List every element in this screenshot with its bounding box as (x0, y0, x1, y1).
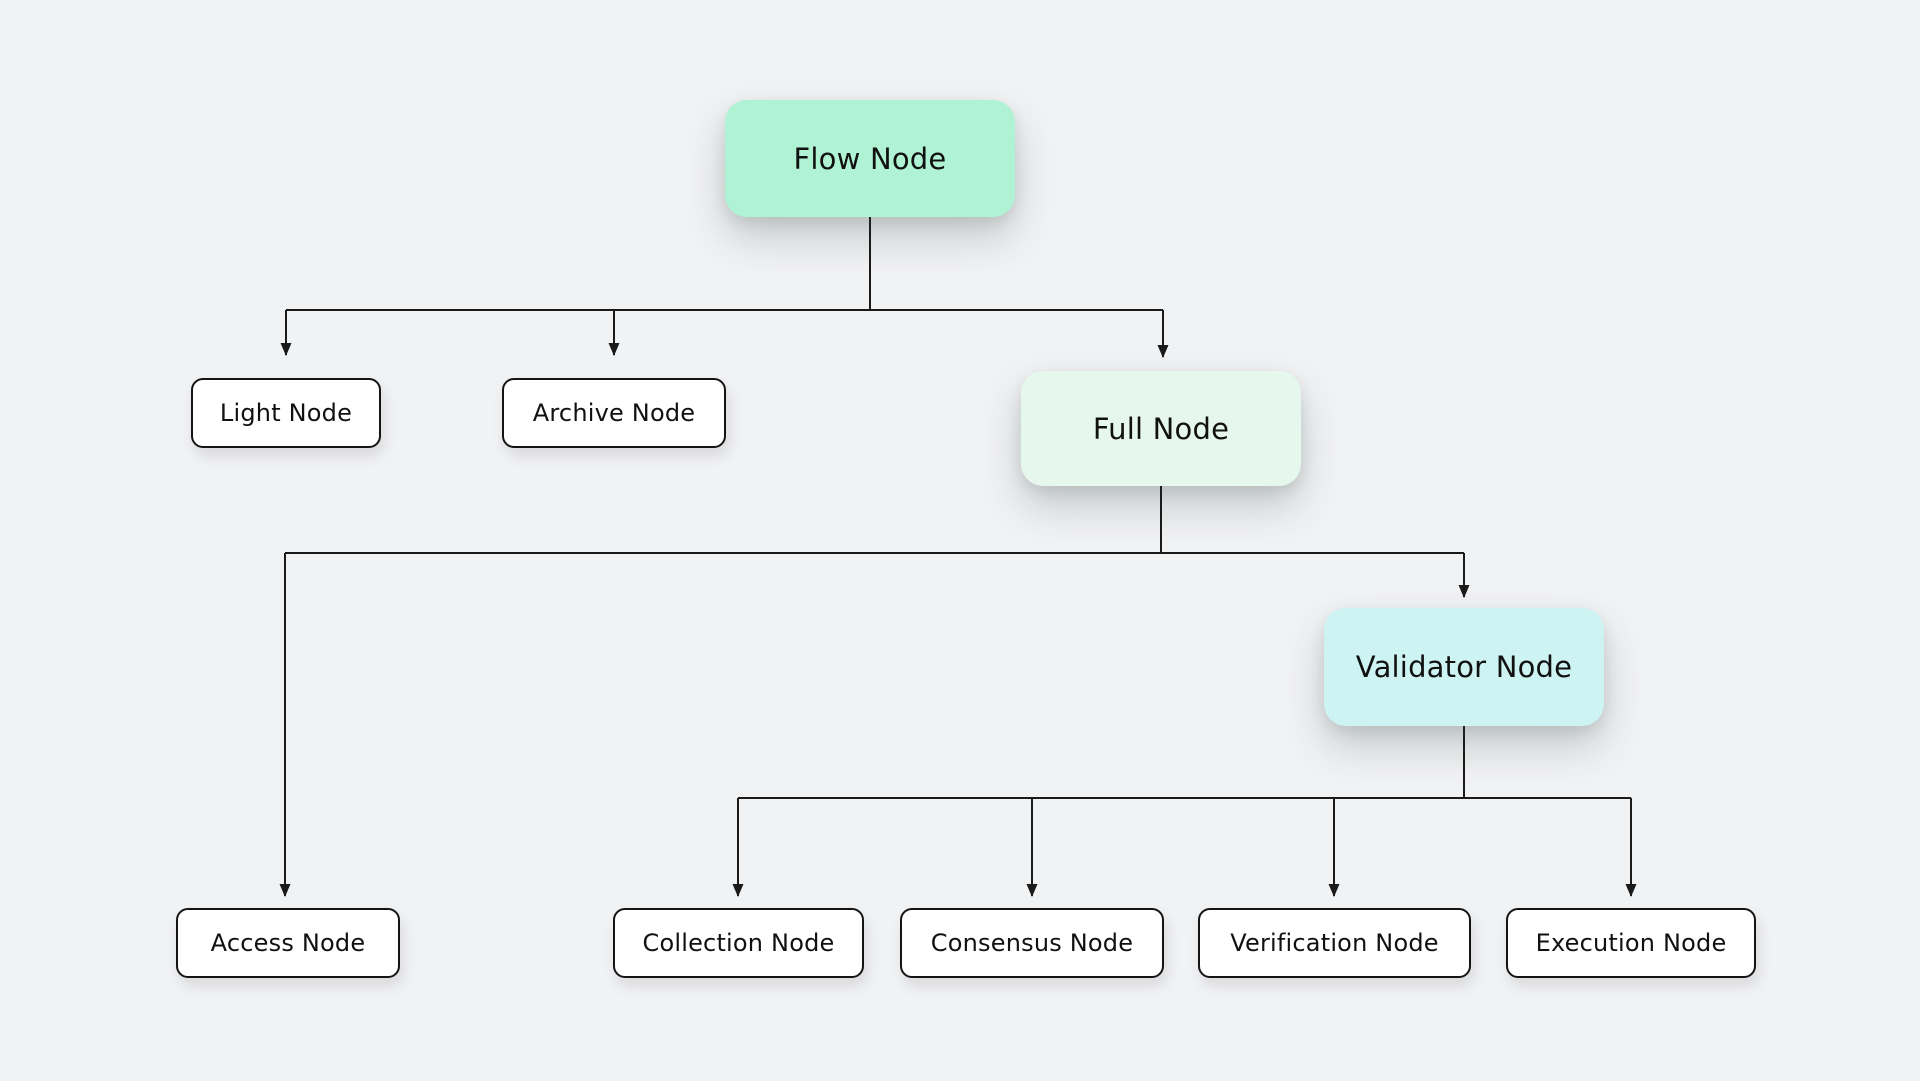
node-execution-label: Execution Node (1535, 929, 1727, 957)
node-consensus-label: Consensus Node (930, 929, 1134, 957)
node-full: Full Node (1021, 371, 1301, 486)
node-access: Access Node (176, 908, 400, 978)
node-flow-label: Flow Node (793, 141, 947, 176)
node-archive: Archive Node (502, 378, 726, 448)
node-validator-label: Validator Node (1355, 650, 1573, 684)
node-consensus: Consensus Node (900, 908, 1164, 978)
node-validator: Validator Node (1324, 608, 1604, 726)
node-full-label: Full Node (1092, 411, 1230, 446)
node-access-label: Access Node (210, 929, 366, 957)
node-verification-label: Verification Node (1230, 929, 1439, 957)
node-execution: Execution Node (1506, 908, 1756, 978)
node-verification: Verification Node (1198, 908, 1471, 978)
node-collection: Collection Node (613, 908, 864, 978)
node-light-label: Light Node (219, 399, 353, 427)
node-archive-label: Archive Node (532, 399, 696, 427)
node-flow: Flow Node (725, 100, 1015, 217)
node-light: Light Node (191, 378, 381, 448)
node-collection-label: Collection Node (642, 929, 835, 957)
